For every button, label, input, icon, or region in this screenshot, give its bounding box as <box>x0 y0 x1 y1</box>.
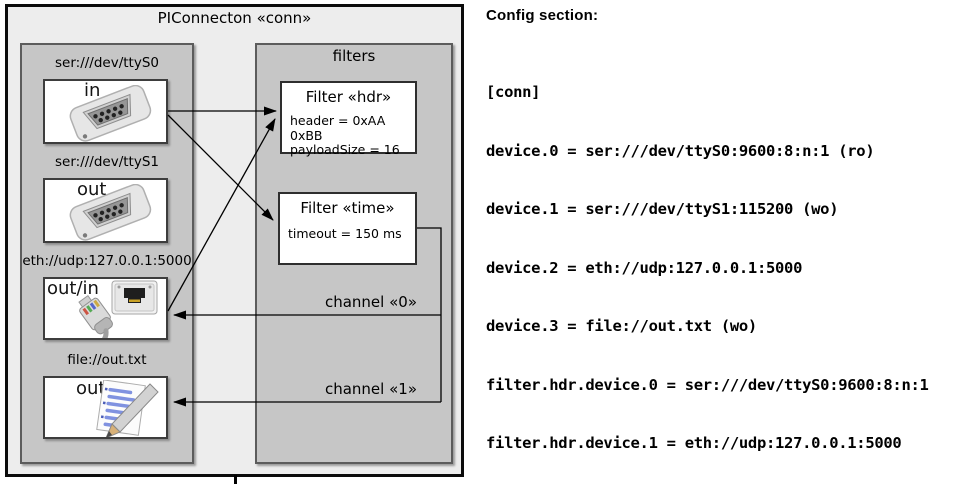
config-line: device.3 = file://out.txt (wo) <box>486 317 757 335</box>
device-label-eth: eth://udp:127.0.0.1:5000 <box>22 253 192 269</box>
config-line: filter.hdr.device.1 = eth://udp:127.0.0.… <box>486 434 902 452</box>
filters-panel-title: filters <box>332 47 376 65</box>
filter-box-hdr: Filter «hdr» header = 0xAA 0xBB payloadS… <box>280 81 417 157</box>
ethernet-plug-icon <box>78 294 113 338</box>
port-label: out <box>76 378 106 399</box>
device-label-ttys1: ser:///dev/ttyS1 <box>55 154 159 170</box>
diagram-title: PIConnecton «conn» <box>157 9 312 27</box>
serial-connector-icon <box>69 184 152 241</box>
filter-hdr-attr: header = 0xAA 0xBB <box>290 113 386 143</box>
filter-time-attr: timeout = 150 ms <box>288 226 402 241</box>
serial-connector-icon <box>69 85 152 142</box>
frame-bottom-tick <box>234 475 237 484</box>
filter-time-title: Filter «time» <box>300 199 395 217</box>
channel-0-label: channel «0» <box>324 293 417 311</box>
device-label-ttys0: ser:///dev/ttyS0 <box>55 55 159 71</box>
channel-1-label: channel «1» <box>324 380 417 398</box>
config-heading: Config section: <box>486 7 599 24</box>
config-line: [conn] <box>486 83 541 101</box>
config-line: device.1 = ser:///dev/ttyS1:115200 (wo) <box>486 200 839 218</box>
config-line: filter.hdr.device.0 = ser:///dev/ttyS0:9… <box>486 375 929 394</box>
config-line: device.2 = eth://udp:127.0.0.1:5000 <box>486 258 803 277</box>
port-label: out/in <box>47 278 99 299</box>
filter-hdr-title: Filter «hdr» <box>305 88 392 106</box>
notepad-icon <box>96 380 159 437</box>
port-label: in <box>84 80 101 101</box>
config-line: device.0 = ser:///dev/ttyS0:9600:8:n:1 (… <box>486 141 875 160</box>
ethernet-jack-icon <box>111 280 158 315</box>
filter-box-time: Filter «time» timeout = 150 ms <box>278 192 417 265</box>
filter-hdr-attr: payloadSize = 16 <box>290 142 400 157</box>
device-label-file: file://out.txt <box>67 352 147 368</box>
port-label: out <box>77 179 107 200</box>
config-section: [conn] device.0 = ser:///dev/ttyS0:9600:… <box>486 44 938 484</box>
